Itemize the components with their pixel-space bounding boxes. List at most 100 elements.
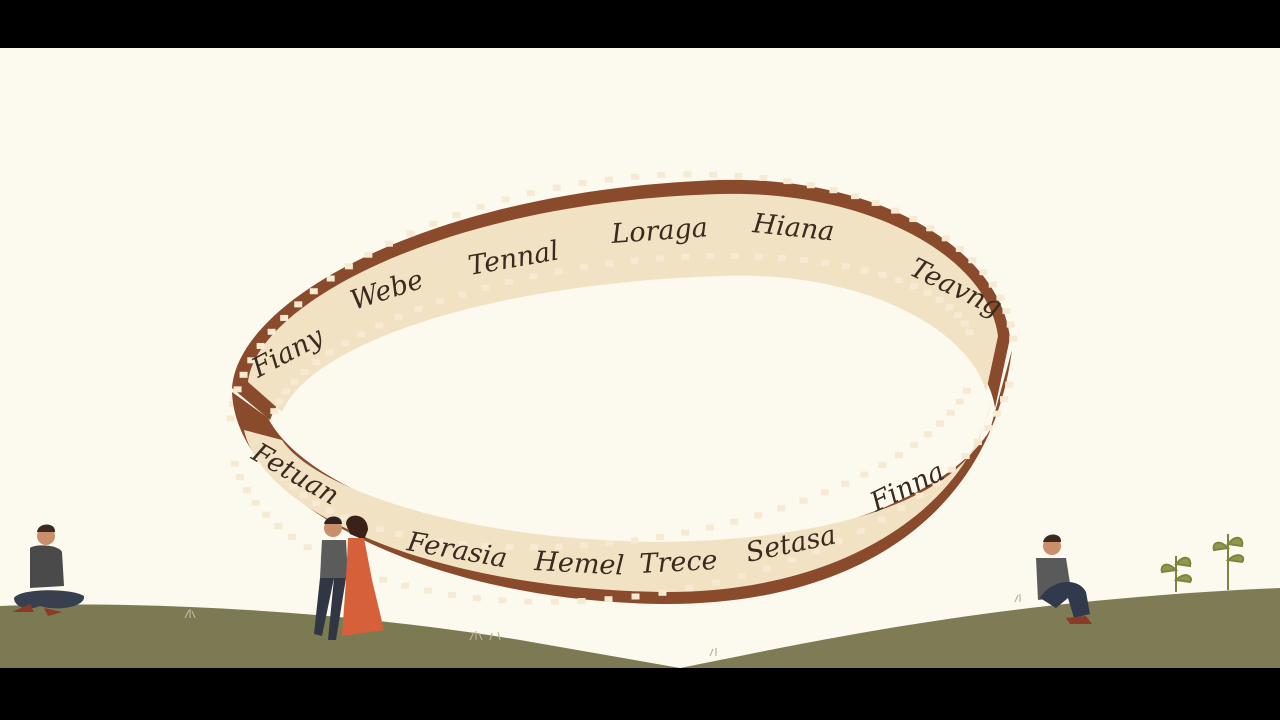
frame-label-trece: Trece [639, 545, 719, 580]
film-perforation [375, 526, 384, 533]
film-perforation [288, 533, 297, 540]
film-perforation [946, 409, 955, 416]
person-right-legs [1040, 581, 1090, 618]
film-perforation [303, 544, 312, 551]
film-perforation [656, 533, 665, 540]
film-perforation [239, 371, 248, 378]
film-perforation [554, 543, 563, 550]
film-perforation [936, 420, 945, 427]
film-perforation [705, 524, 714, 531]
plant-leaf-2a [1212, 541, 1231, 552]
film-perforation [681, 253, 690, 260]
film-perforation [806, 182, 815, 189]
plant-leaf-1a [1160, 563, 1179, 574]
film-perforation [267, 328, 276, 335]
film-perforation [294, 301, 303, 308]
film-perforation [993, 410, 1002, 417]
film-perforation [579, 264, 588, 271]
film-perforation [681, 529, 690, 536]
film-perforation [657, 172, 666, 179]
film-perforation [897, 505, 906, 512]
film-perforation [759, 174, 768, 181]
film-perforation [325, 349, 334, 356]
film-perforation [605, 260, 614, 267]
film-perforation [820, 489, 829, 496]
film-perforation [530, 544, 539, 551]
film-perforation [552, 184, 561, 191]
film-perforation [965, 329, 974, 336]
film-back-inner [248, 193, 998, 412]
film-perforation [436, 538, 445, 545]
film-perforation [923, 289, 932, 296]
film-perforation [856, 527, 865, 534]
film-perforation [1005, 381, 1014, 388]
film-perforation [233, 386, 242, 393]
film-perforation [962, 387, 971, 394]
film-perforation [841, 480, 850, 487]
film-perforation [604, 596, 613, 603]
film-perforation [280, 474, 289, 481]
film-perforation [935, 296, 944, 303]
film-perforation [274, 523, 283, 530]
film-perforation [968, 257, 977, 264]
film-perforation [947, 466, 956, 473]
film-perforation [247, 357, 256, 364]
film-perforation [709, 171, 718, 178]
person-left-legs [14, 590, 85, 609]
film-perforation [895, 277, 904, 284]
film-perforation [979, 269, 988, 276]
film-perforation [357, 331, 366, 338]
man-torso [320, 540, 348, 578]
woman-dress [342, 538, 384, 636]
front-frame-labels: Fetuan Ferasia Hemel Trece Setasa Finna [246, 437, 950, 582]
film-perforation [877, 516, 886, 523]
film-perforation [384, 240, 393, 247]
film-perforation [505, 543, 514, 550]
film-perforation [923, 431, 932, 438]
plant-leaf-1b [1174, 556, 1192, 568]
man-legs [314, 578, 346, 640]
film-perforation [300, 368, 309, 375]
film-perforation [754, 253, 763, 260]
person-right-hair [1043, 534, 1062, 542]
film-perforation [452, 211, 461, 218]
film-perforation [230, 460, 239, 467]
couple [314, 515, 384, 640]
film-perforation [481, 284, 490, 291]
film-perforation [860, 471, 869, 478]
film-perforation [800, 257, 809, 264]
letterbox-top [0, 0, 1280, 48]
film-perforation [955, 245, 964, 252]
film-perforation [631, 173, 640, 180]
film-perforation [915, 492, 924, 499]
film-perforation [235, 474, 244, 481]
film-perforation [829, 187, 838, 194]
film-perforation [226, 415, 235, 422]
film-perforation [787, 557, 796, 564]
plant-leaf-2c [1225, 554, 1245, 564]
film-perforation [878, 272, 887, 279]
person-left-torso [30, 545, 64, 588]
film-perforation [878, 462, 887, 469]
film-perforation [309, 288, 318, 295]
film-perforation [630, 257, 639, 264]
film-perforation [498, 597, 507, 604]
film-perforation [524, 598, 533, 605]
ground-right-hill [680, 588, 1280, 668]
grass-tuft-3 [709, 648, 717, 657]
film-perforation [414, 306, 423, 313]
film-perforation [424, 587, 433, 594]
film-perforation [658, 589, 667, 596]
film-perforation [630, 537, 639, 544]
film-perforation [988, 281, 997, 288]
film-perforation [394, 314, 403, 321]
film-perforation [730, 518, 739, 525]
film-perforation [910, 441, 919, 448]
film-perforation [326, 275, 335, 282]
film-perforation [394, 530, 403, 537]
plant-leaf-2b [1226, 536, 1244, 548]
film-perforation [529, 273, 538, 280]
ground-left-hill [0, 604, 680, 668]
